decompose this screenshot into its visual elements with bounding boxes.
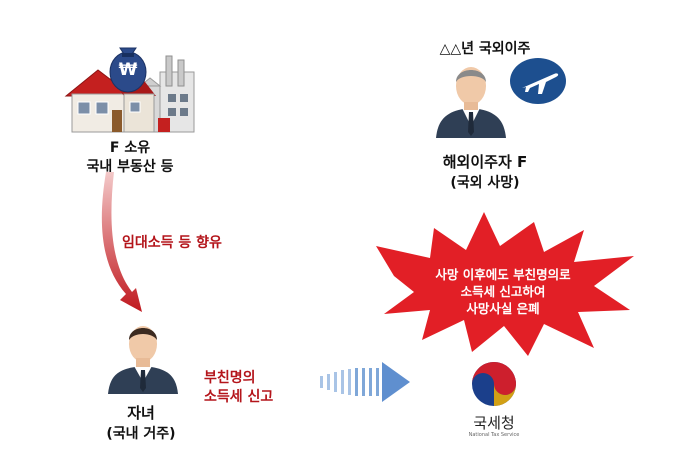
burst-text: 사망 이후에도 부친명의로 소득세 신고하여 사망사실 은폐 <box>408 266 598 317</box>
nts-name: 국세청 <box>473 414 515 432</box>
emigrant-header: △△년 국외이주 <box>439 41 531 57</box>
businessman-icon <box>108 326 178 394</box>
nts-logo-icon <box>472 362 516 406</box>
false-report-label-2: 소득세 신고 <box>204 389 274 405</box>
child-name: 자녀 <box>127 404 155 422</box>
dotted-arrow-icon <box>320 362 410 402</box>
property-illustration: ₩ <box>62 34 196 134</box>
property-label-type: 국내 부동산 등 <box>86 159 174 175</box>
rental-income-label: 임대소득 등 향유 <box>122 235 222 251</box>
false-report-label-1: 부친명의 <box>204 370 256 386</box>
burst-icon <box>376 212 634 356</box>
burst-line-2: 소득세 신고하여 <box>460 284 546 299</box>
money-bag-icon <box>109 47 147 93</box>
emigrant-name: 해외이주자 F <box>442 153 528 171</box>
burst-line-1: 사망 이후에도 부친명의로 <box>435 267 571 282</box>
child-status: (국내 거주) <box>106 426 176 442</box>
house-factory-icon <box>64 47 195 133</box>
businessman-icon <box>436 67 506 138</box>
property-label-owner: F 소유 <box>109 140 151 156</box>
rental-flow-arrow <box>101 172 142 312</box>
airplane-icon <box>510 58 566 104</box>
currency-symbol: ₩ <box>118 60 138 80</box>
burst-line-3: 사망사실 은폐 <box>466 301 540 316</box>
nts-subtitle: National Tax Service <box>468 432 520 438</box>
emigrant-status: (국외 사망) <box>450 175 520 191</box>
